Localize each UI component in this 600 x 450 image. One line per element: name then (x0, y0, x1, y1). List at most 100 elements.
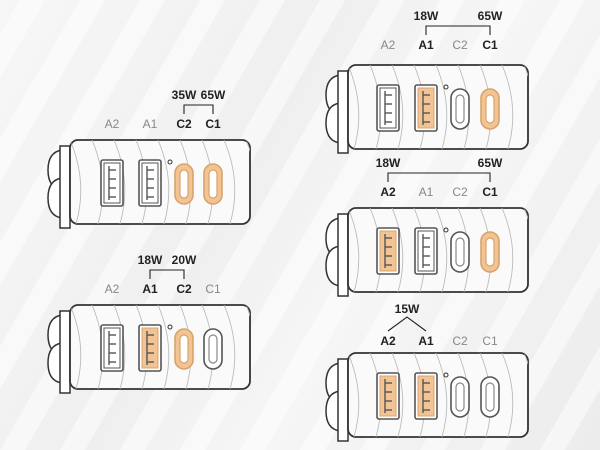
hatch-line (245, 305, 250, 389)
hatch-line (157, 140, 170, 224)
led-indicator (443, 227, 449, 233)
wattage-bracket (387, 172, 491, 182)
usb-c-port-c2 (450, 231, 470, 273)
usb-c-inner (455, 94, 465, 124)
port-label-a2: A2 (105, 117, 120, 131)
usb-a-inner (379, 87, 397, 129)
usb-a-inner (417, 87, 435, 129)
usb-a-inner (417, 375, 435, 417)
usb-a-inner (379, 375, 397, 417)
led-indicator (167, 324, 173, 330)
hatch-line (348, 208, 360, 292)
background-stripe (0, 0, 105, 182)
port-label-a1: A1 (419, 185, 434, 199)
hatch-line (391, 208, 404, 292)
port-label-c2: C2 (452, 334, 468, 348)
side-knob (325, 102, 341, 144)
hatch-line (435, 208, 448, 292)
hatch-line (391, 65, 404, 149)
usb-a-inner (141, 162, 159, 204)
wattage-label: 18W (414, 9, 439, 23)
usb-c-inner (208, 169, 218, 199)
usb-a-inner (141, 327, 159, 369)
background-stripe (540, 346, 600, 450)
usb-a-port-a2 (376, 84, 400, 132)
wattage-label: 65W (478, 156, 503, 170)
side-knob (325, 245, 341, 287)
port-label-c1: C1 (482, 334, 498, 348)
hatch-line (113, 305, 126, 389)
port-label-c2: C2 (176, 117, 192, 131)
port-label-c2: C2 (452, 185, 468, 199)
hatch-line (391, 353, 404, 437)
hatch-line (113, 140, 126, 224)
usb-a-port-a2 (376, 227, 400, 275)
hatch-line (348, 353, 360, 437)
usb-c-inner (455, 382, 465, 412)
port-label-c1: C1 (482, 38, 498, 52)
usb-c-port-c2 (174, 163, 194, 205)
led-indicator (443, 84, 449, 90)
side-knob (47, 177, 63, 219)
usb-c-inner (485, 237, 495, 267)
usb-c-inner (455, 237, 465, 267)
usb-a-port-a1 (414, 372, 438, 420)
hatch-line (501, 353, 514, 437)
port-label-a2: A2 (105, 282, 120, 296)
usb-c-inner (179, 334, 189, 364)
wattage-label: 35W (172, 88, 197, 102)
usb-a-port-a2 (376, 372, 400, 420)
hatch-line (523, 208, 528, 292)
usb-a-inner (103, 162, 121, 204)
hatch-line (501, 208, 514, 292)
charger-panel-p3: A2 A1 C2 C1 18W 65W (325, 9, 529, 154)
usb-c-port-c1 (480, 376, 500, 418)
wattage-bracket (183, 104, 214, 114)
usb-c-port-c1 (480, 88, 500, 130)
port-label-c2: C2 (176, 282, 192, 296)
usb-a-port-a2 (100, 159, 124, 207)
side-knob (47, 342, 63, 384)
usb-c-port-c2 (174, 328, 194, 370)
usb-a-port-a1 (138, 159, 162, 207)
hatch-line (70, 140, 82, 224)
usb-a-inner (417, 230, 435, 272)
wattage-label: 65W (478, 9, 503, 23)
usb-a-inner (379, 230, 397, 272)
hatch-line (348, 65, 360, 149)
hatch-line (523, 65, 528, 149)
port-label-c1: C1 (205, 282, 221, 296)
port-label-a1: A1 (143, 117, 158, 131)
hatch-line (223, 140, 236, 224)
side-plate (337, 358, 349, 442)
hatch-line (435, 353, 448, 437)
port-label-c1: C1 (205, 117, 221, 131)
port-label-a2: A2 (380, 185, 396, 199)
usb-c-inner (485, 94, 495, 124)
port-label-c1: C1 (482, 185, 498, 199)
side-knob (325, 390, 341, 432)
hatch-line (245, 140, 250, 224)
port-label-c2: C2 (452, 38, 468, 52)
usb-a-port-a1 (414, 84, 438, 132)
hatch-line (223, 305, 236, 389)
hatch-line (157, 305, 170, 389)
hatch-line (435, 65, 448, 149)
hatch-line (523, 353, 528, 437)
wattage-bracket (425, 25, 491, 35)
side-plate (59, 145, 71, 229)
usb-c-port-c2 (450, 376, 470, 418)
port-label-a1: A1 (418, 334, 434, 348)
usb-a-inner (103, 327, 121, 369)
port-label-a1: A1 (418, 38, 434, 52)
background-stripe (0, 0, 45, 78)
usb-c-port-c1 (480, 231, 500, 273)
usb-c-inner (208, 334, 218, 364)
hatch-line (70, 305, 82, 389)
port-label-a2: A2 (381, 38, 396, 52)
